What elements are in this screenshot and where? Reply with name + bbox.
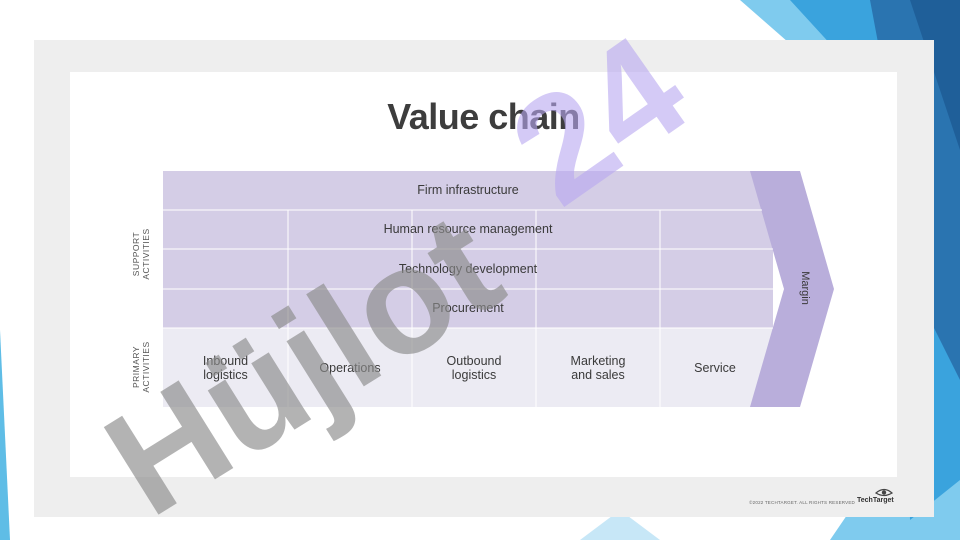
technology-development-label: Technology development	[398, 262, 538, 276]
techtarget-eye-icon	[874, 488, 894, 497]
margin-arrow	[750, 171, 834, 407]
operations-label: Operations	[319, 361, 381, 375]
primary-activities-band	[163, 328, 773, 407]
firm-infrastructure-label: Firm infrastructure	[417, 183, 519, 197]
techtarget-logo: TechTarget	[857, 497, 894, 504]
procurement-label: Procurement	[432, 301, 504, 315]
copyright-text: ©2022 TECHTARGET. ALL RIGHTS RESERVED	[749, 500, 855, 505]
human-resource-management-label: Human resource management	[383, 222, 553, 236]
service-label: Service	[694, 361, 736, 375]
margin-label: Margin	[799, 271, 811, 305]
diagram-title: Value chain	[387, 96, 580, 137]
